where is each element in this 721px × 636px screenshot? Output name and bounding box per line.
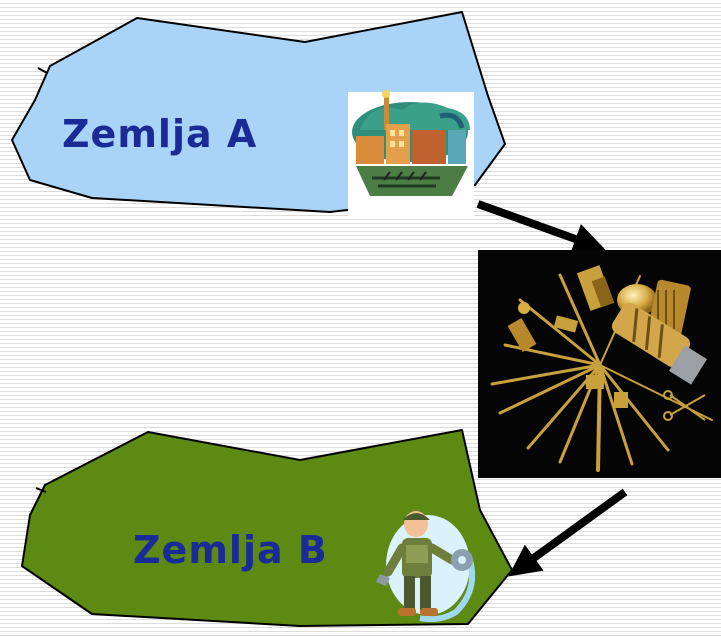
worker-icon — [376, 511, 476, 623]
country-b-label: Zemlja B — [133, 528, 328, 572]
machine-parts-photo — [478, 250, 721, 478]
export-arrow — [476, 200, 606, 255]
country-a-border-notch — [37, 67, 48, 74]
country-a-label: Zemlja A — [62, 112, 258, 156]
country-b-border-notch — [35, 487, 47, 493]
import-arrow — [508, 488, 628, 577]
factory-icon — [348, 90, 474, 218]
